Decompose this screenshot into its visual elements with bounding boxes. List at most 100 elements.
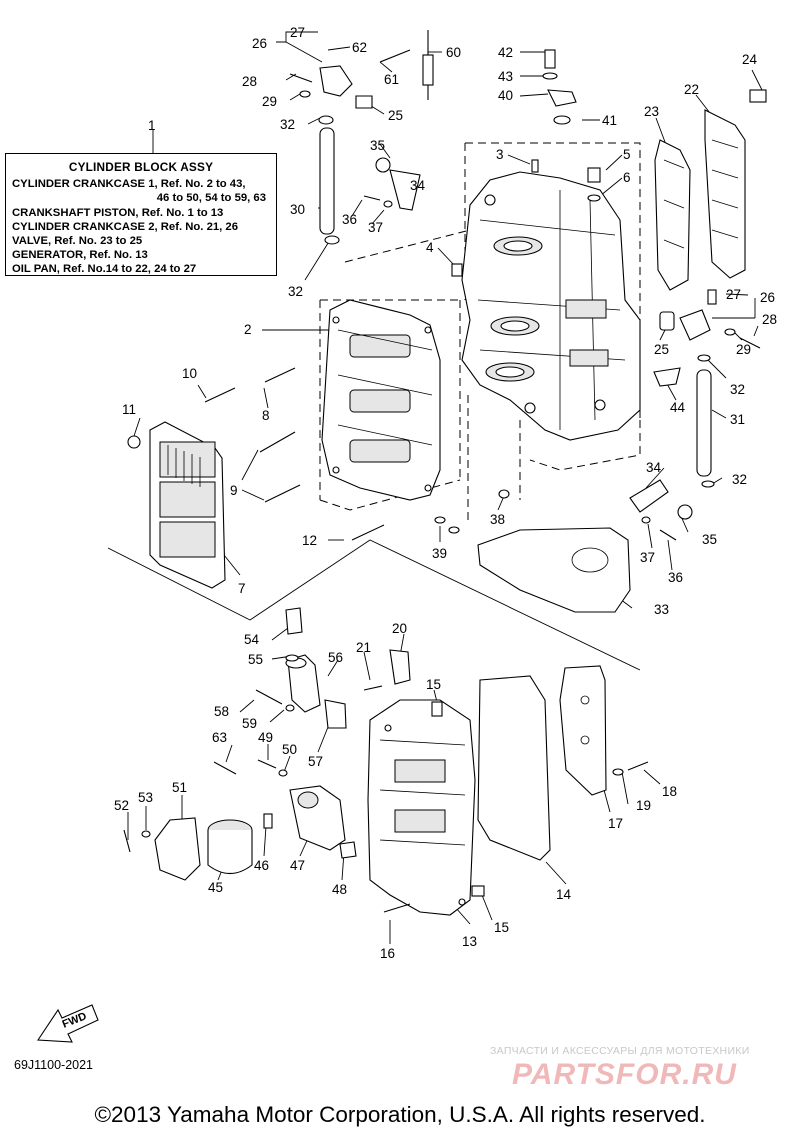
callout-31: 31 — [730, 412, 745, 427]
callout-13: 13 — [462, 934, 477, 949]
callout-55: 55 — [248, 652, 263, 667]
callout-42: 42 — [498, 45, 513, 60]
callout-50: 50 — [282, 742, 297, 757]
callout-25b: 25 — [654, 342, 669, 357]
callout-48: 48 — [332, 882, 347, 897]
callout-20: 20 — [392, 621, 407, 636]
callout-1: 1 — [148, 118, 156, 133]
callout-43: 43 — [498, 69, 513, 84]
callout-35a: 35 — [370, 138, 385, 153]
callout-24: 24 — [742, 52, 758, 67]
callout-36a: 36 — [342, 212, 357, 227]
callout-32a: 32 — [280, 117, 295, 132]
callout-9: 9 — [230, 483, 238, 498]
callout-27b: 27 — [726, 287, 741, 302]
pipe-30 — [319, 127, 335, 235]
legend-line: VALVE, Ref. No. 23 to 25 — [12, 235, 143, 248]
callout-38: 38 — [490, 512, 505, 527]
callout-27a: 27 — [290, 25, 305, 40]
callout-53: 53 — [138, 790, 153, 805]
oil-filter-group — [154, 649, 411, 881]
watermark-logo: PARTSFOR.RU — [512, 1058, 737, 1091]
callout-12: 12 — [302, 533, 317, 548]
callout-54: 54 — [244, 632, 260, 647]
legend-line: 46 to 50, 54 to 59, 63 — [156, 192, 266, 205]
callout-41: 41 — [602, 113, 617, 128]
callout-37a: 37 — [368, 220, 383, 235]
fwd-direction-arrow: FWD — [37, 1004, 99, 1043]
callout-28b: 28 — [762, 312, 777, 327]
callout-25a: 25 — [388, 108, 403, 123]
callout-59: 59 — [242, 716, 257, 731]
callout-26b: 26 — [760, 290, 775, 305]
plate-17 — [559, 665, 607, 796]
callout-14: 14 — [556, 887, 572, 902]
gasket-14 — [477, 675, 551, 861]
gasket-33 — [477, 527, 631, 613]
callout-51: 51 — [172, 780, 187, 795]
callout-26a: 26 — [252, 36, 267, 51]
callout-18: 18 — [662, 784, 677, 799]
callout-8: 8 — [262, 408, 270, 423]
callout-22: 22 — [684, 82, 699, 97]
callout-17: 17 — [608, 816, 623, 831]
callout-52: 52 — [114, 798, 129, 813]
callout-19: 19 — [636, 798, 651, 813]
callout-30: 30 — [290, 202, 305, 217]
callout-56: 56 — [328, 650, 343, 665]
callout-57: 57 — [308, 754, 323, 769]
legend-line: CYLINDER CRANKCASE 1, Ref. No. 2 to 43, — [12, 178, 246, 191]
callout-46: 46 — [254, 858, 269, 873]
pipe-31 — [696, 369, 712, 477]
watermark-tagline: ЗАПЧАСТИ И АКСЕССУАРЫ ДЛЯ МОТОТЕХНИКИ — [490, 1045, 750, 1057]
callout-15a: 15 — [426, 677, 441, 692]
callout-49: 49 — [258, 730, 273, 745]
callout-34b: 34 — [646, 460, 662, 475]
callout-2: 2 — [244, 322, 252, 337]
callout-36b: 36 — [668, 570, 683, 585]
legend-title: CYLINDER BLOCK ASSY — [68, 160, 214, 174]
callout-37b: 37 — [640, 550, 655, 565]
cylinder-block — [461, 171, 641, 441]
callout-32d: 32 — [732, 472, 747, 487]
legend-line: GENERATOR, Ref. No. 13 — [12, 249, 148, 262]
exhaust-cover — [654, 109, 746, 291]
callout-61: 61 — [384, 72, 399, 87]
callout-58: 58 — [214, 704, 229, 719]
assembly-legend: CYLINDER BLOCK ASSY CYLINDER CRANKCASE 1… — [5, 153, 277, 276]
callout-7: 7 — [238, 581, 246, 596]
callout-numbers: 1 2 3 4 5 6 7 8 9 10 11 12 13 14 15 15 1… — [114, 25, 777, 961]
callout-3: 3 — [496, 147, 504, 162]
callout-44: 44 — [670, 400, 686, 415]
oil-pan-housing — [367, 699, 476, 916]
diagram-code: 69J1100-2021 — [14, 1058, 94, 1072]
callout-47: 47 — [290, 858, 305, 873]
callout-16: 16 — [380, 946, 395, 961]
cylinder-head — [321, 299, 441, 501]
callout-15b: 15 — [494, 920, 509, 935]
head-cover-plate — [149, 421, 226, 589]
callout-40: 40 — [498, 88, 513, 103]
callout-60: 60 — [446, 45, 461, 60]
callout-62: 62 — [352, 40, 367, 55]
callout-10: 10 — [182, 366, 197, 381]
legend-line: CYLINDER CRANKCASE 2, Ref. No. 21, 26 — [12, 220, 238, 233]
callout-11: 11 — [122, 402, 136, 417]
gasket-33-port — [571, 547, 609, 573]
fasteners — [123, 30, 767, 913]
callout-29a: 29 — [262, 94, 277, 109]
callout-6: 6 — [623, 170, 631, 185]
copyright-notice: ©2013 Yamaha Motor Corporation, U.S.A. A… — [94, 1102, 706, 1127]
callout-32b: 32 — [288, 284, 303, 299]
callout-63: 63 — [212, 730, 227, 745]
callout-34a: 34 — [410, 178, 426, 193]
legend-line: CRANKSHAFT PISTON, Ref. No. 1 to 13 — [12, 206, 224, 219]
callout-23: 23 — [644, 104, 659, 119]
leader-lines — [107, 31, 763, 944]
callout-21: 21 — [356, 640, 371, 655]
callout-29b: 29 — [736, 342, 751, 357]
callout-28a: 28 — [242, 74, 257, 89]
callout-33: 33 — [654, 602, 669, 617]
callout-39: 39 — [432, 546, 447, 561]
